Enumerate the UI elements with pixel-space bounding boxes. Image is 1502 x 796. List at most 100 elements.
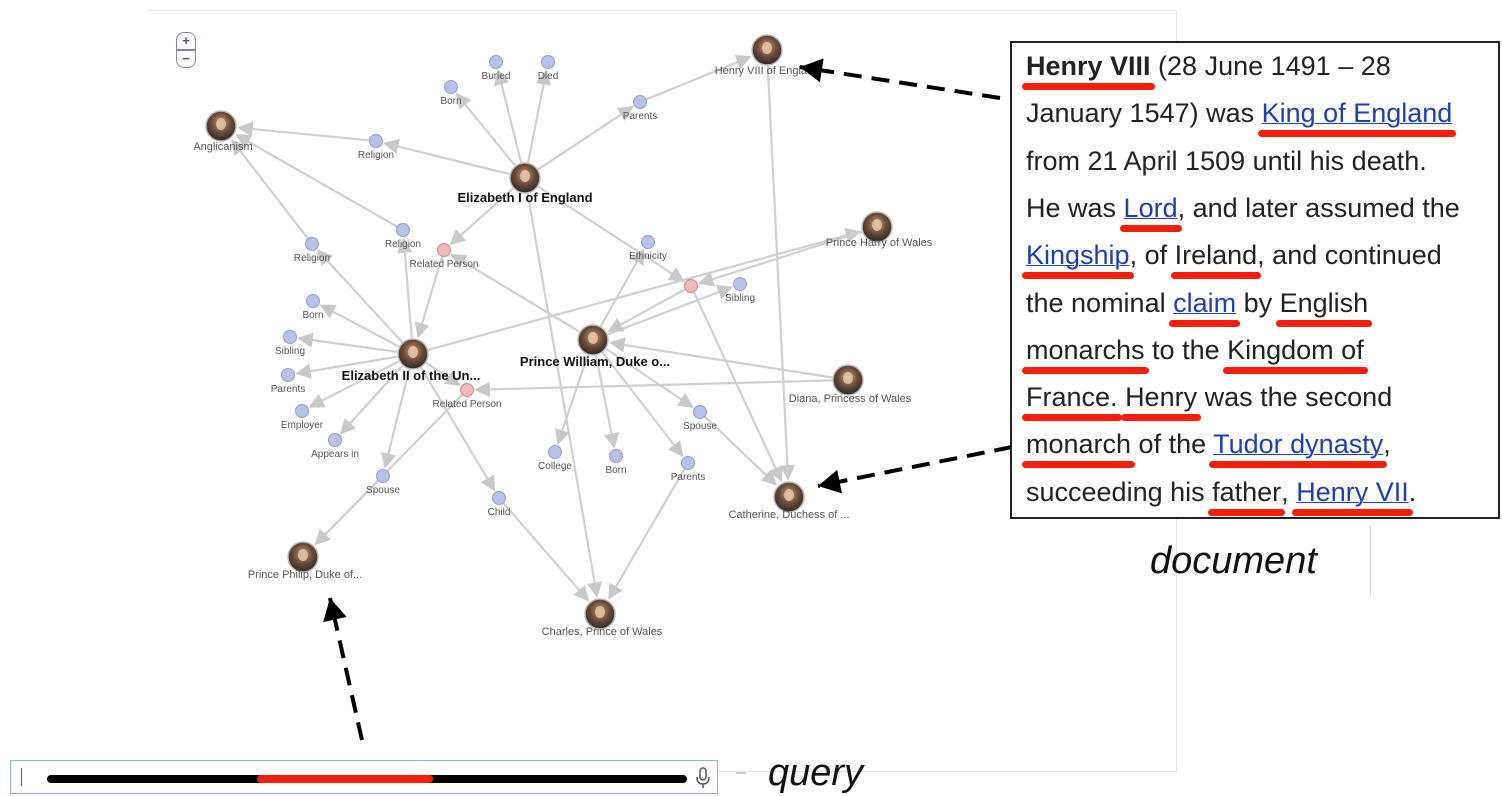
document-text: monarch xyxy=(1026,429,1132,460)
annotation-arrows xyxy=(323,58,1013,741)
relation-node[interactable] xyxy=(609,449,623,463)
graph-edge xyxy=(428,227,862,351)
graph-edge xyxy=(607,284,734,336)
document-line: monarchs to the Kingdom of xyxy=(1026,335,1364,366)
node-label: Elizabeth II of the Un... xyxy=(342,368,481,383)
document-line: Kingship, of Ireland, and continued xyxy=(1026,240,1442,271)
node-label: Henry VIII of England xyxy=(715,65,820,77)
relation-node[interactable] xyxy=(733,277,747,291)
entity-node-charles[interactable] xyxy=(584,598,616,630)
zoom-in-button[interactable]: + xyxy=(176,32,196,50)
relation-node[interactable] xyxy=(376,469,390,483)
graph-edge xyxy=(314,394,463,546)
face-shape xyxy=(872,219,882,231)
relation-node[interactable] xyxy=(444,80,458,94)
relation-node[interactable] xyxy=(633,95,647,109)
hub-node[interactable] xyxy=(460,383,474,397)
node-label: Diana, Princess of Wales xyxy=(789,393,912,405)
document-link[interactable]: Henry VII xyxy=(1296,476,1409,507)
node-label: Appears in xyxy=(311,449,359,460)
entity-node-diana[interactable] xyxy=(832,364,864,396)
graph-edge xyxy=(555,354,589,445)
entity-node-philip[interactable] xyxy=(287,541,319,573)
query-caption: query xyxy=(768,752,864,794)
document-link[interactable]: Tudor dynasty xyxy=(1213,429,1384,460)
entity-node-henry[interactable] xyxy=(751,34,783,66)
document-text: monarchs xyxy=(1026,334,1145,365)
dashed-arrow xyxy=(328,597,364,741)
entity-node-eliz2[interactable] xyxy=(397,338,429,370)
document-caption: document xyxy=(1150,540,1317,582)
graph-edge xyxy=(766,65,796,481)
document-text: succeeding his xyxy=(1026,476,1213,507)
relation-node[interactable] xyxy=(641,235,655,249)
node-label: Related Person xyxy=(410,259,479,270)
document-link[interactable]: Kingship xyxy=(1026,240,1130,271)
entity-node-angli[interactable] xyxy=(205,110,237,142)
relation-node[interactable] xyxy=(693,405,707,419)
relation-node[interactable] xyxy=(396,223,410,237)
graph-edge xyxy=(692,291,783,483)
document-text: Henry xyxy=(1125,382,1198,413)
query-input[interactable] xyxy=(10,760,718,794)
node-label: Sibling xyxy=(275,346,305,357)
microphone-icon[interactable] xyxy=(695,767,711,789)
face-shape xyxy=(784,489,794,501)
graph-edge xyxy=(297,332,398,353)
node-label: Spouse xyxy=(683,421,717,432)
face-shape xyxy=(843,372,853,384)
document-text: , of xyxy=(1129,240,1175,271)
relation-node[interactable] xyxy=(281,368,295,382)
relation-node[interactable] xyxy=(548,445,562,459)
entity-node-william[interactable] xyxy=(577,324,609,356)
relation-node[interactable] xyxy=(283,330,297,344)
node-label: Parents xyxy=(623,111,657,122)
relation-node[interactable] xyxy=(305,237,319,251)
face-shape xyxy=(298,549,308,561)
node-label: Elizabeth I of England xyxy=(457,190,592,205)
relation-node[interactable] xyxy=(295,404,309,418)
entity-node-harry[interactable] xyxy=(861,211,893,243)
divider xyxy=(736,772,746,774)
document-link[interactable]: Lord xyxy=(1123,192,1178,223)
document-text: the nominal xyxy=(1026,287,1174,318)
document-link[interactable]: King of England xyxy=(1261,98,1453,129)
node-label: College xyxy=(538,461,572,472)
graph-edge xyxy=(397,237,413,339)
graph-edge xyxy=(607,288,686,333)
node-label: Spouse xyxy=(366,485,400,496)
face-shape xyxy=(520,170,530,182)
document-text: France. xyxy=(1026,382,1118,413)
node-label: Religion xyxy=(358,150,394,161)
relation-node[interactable] xyxy=(681,456,695,470)
document-text: , xyxy=(1281,476,1297,507)
relation-node[interactable] xyxy=(369,134,383,148)
graph-edge xyxy=(609,337,833,379)
zoom-out-button[interactable]: − xyxy=(176,50,196,68)
document-text: Henry VIII xyxy=(1026,51,1151,81)
relation-node[interactable] xyxy=(541,55,555,69)
relation-node[interactable] xyxy=(328,433,342,447)
entity-node-eliz1[interactable] xyxy=(509,162,541,194)
document-link[interactable]: claim xyxy=(1173,287,1237,318)
dashed-arrow xyxy=(799,65,1001,100)
graph-edge xyxy=(599,248,645,327)
entity-node-cath[interactable] xyxy=(773,481,805,513)
relation-node[interactable] xyxy=(489,55,503,69)
relation-node[interactable] xyxy=(306,294,320,308)
node-label: Employer xyxy=(281,420,324,431)
dashed-arrow xyxy=(817,445,1013,488)
graph-edge xyxy=(420,367,496,492)
document-line: He was Lord, and later assumed the xyxy=(1026,193,1460,224)
document-text: . xyxy=(1408,476,1417,507)
node-label: Religion xyxy=(385,239,421,250)
node-label: Born xyxy=(302,310,323,321)
graph-edge xyxy=(502,502,590,602)
document-line: France. Henry was the second xyxy=(1026,382,1392,413)
relation-node[interactable] xyxy=(492,491,506,505)
hub-node[interactable] xyxy=(684,279,698,293)
arrow-head xyxy=(818,469,842,494)
hub-node[interactable] xyxy=(437,243,451,257)
